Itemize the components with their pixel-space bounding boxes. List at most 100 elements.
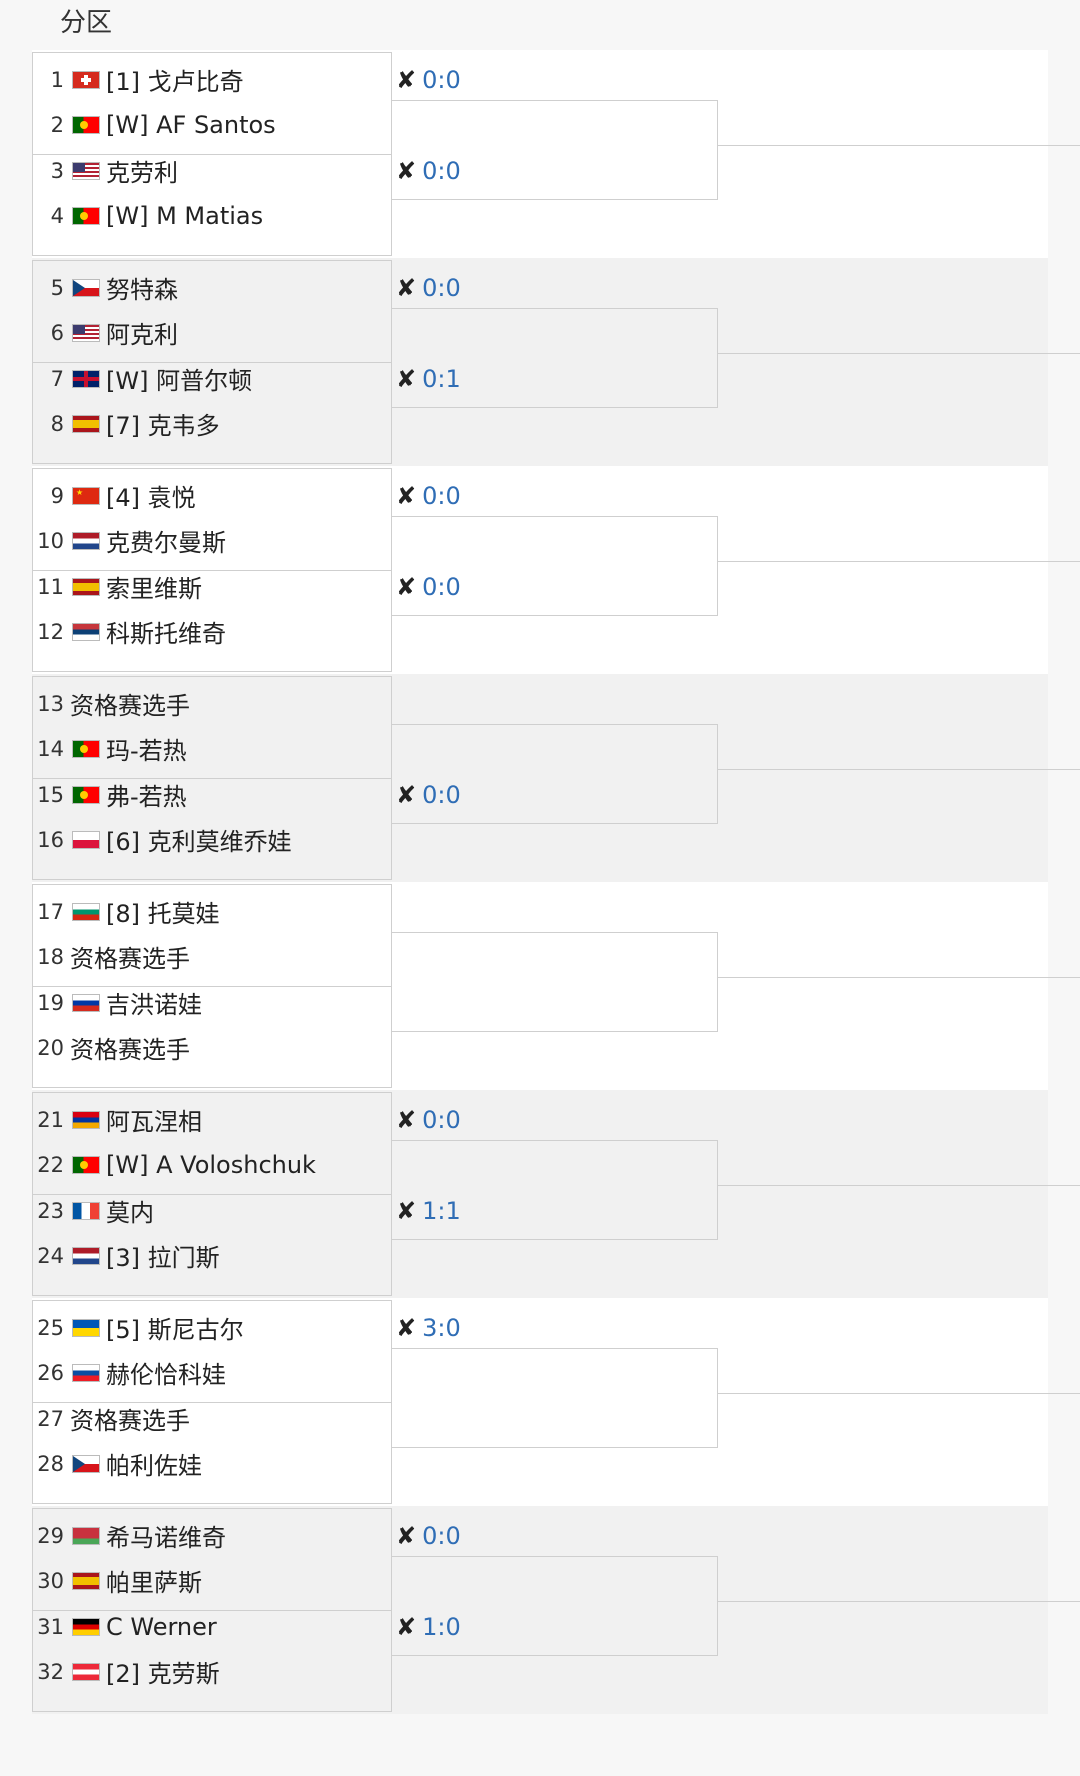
- match-icon: ✘: [396, 365, 417, 393]
- page-title: 分区: [60, 8, 113, 38]
- match-score[interactable]: ✘0:0: [396, 481, 461, 511]
- bracket-line: [718, 1185, 1080, 1186]
- player-row[interactable]: 1 [1] 戈卢比奇: [32, 54, 392, 105]
- score-value: 0:0: [422, 482, 461, 510]
- serbia-flag-icon: [72, 622, 100, 641]
- spain-flag-icon: [72, 577, 100, 596]
- player-row[interactable]: 4[W] M Matias: [32, 190, 392, 241]
- player-row[interactable]: 22[W] A Voloshchuk: [32, 1139, 392, 1190]
- player-row[interactable]: 16[6] 克利莫维乔娃: [32, 814, 392, 865]
- seed-position: 5: [50, 275, 64, 300]
- player-row[interactable]: 2[W] AF Santos: [32, 99, 392, 150]
- seed-position: 3: [50, 158, 64, 183]
- match-score[interactable]: ✘0:0: [396, 572, 461, 602]
- belarus-flag-icon: [72, 1526, 100, 1545]
- score-value: 1:0: [422, 1613, 461, 1641]
- match-icon: ✘: [396, 1106, 417, 1134]
- russia-flag-icon: [72, 993, 100, 1012]
- china-flag-icon: ★: [72, 486, 100, 505]
- player-row[interactable]: 3 克劳利: [32, 145, 392, 196]
- bracket-line: [718, 1393, 1080, 1394]
- match-icon: ✘: [396, 1613, 417, 1641]
- divider: [33, 1610, 391, 1611]
- match-icon: ✘: [396, 274, 417, 302]
- player-box: [32, 1092, 392, 1296]
- match-score[interactable]: ✘0:0: [396, 1521, 461, 1551]
- match-score[interactable]: ✘3:0: [396, 1313, 461, 1343]
- match-icon: ✘: [396, 573, 417, 601]
- seed-position: 10: [37, 528, 64, 553]
- player-name: [4] 袁悦: [106, 484, 196, 512]
- seed-position: 18: [37, 944, 64, 969]
- player-name: 吉洪诺娃: [106, 991, 202, 1019]
- bracket-connector: [392, 1556, 718, 1656]
- player-name: [3] 拉门斯: [106, 1244, 220, 1272]
- divider: [33, 1194, 391, 1195]
- player-row[interactable]: 7[W] 阿普尔顿: [32, 353, 392, 404]
- seed-position: 12: [37, 619, 64, 644]
- player-name: 赫伦恰科娃: [106, 1361, 226, 1389]
- player-name: 克劳利: [106, 159, 178, 187]
- match-score[interactable]: ✘0:0: [396, 1105, 461, 1135]
- player-name: 资格赛选手: [70, 945, 190, 973]
- seed-position: 17: [37, 899, 64, 924]
- match-score[interactable]: ✘0:0: [396, 156, 461, 186]
- player-name: 玛-若热: [106, 737, 187, 765]
- player-name: [7] 克韦多: [106, 412, 220, 440]
- match-score[interactable]: ✘0:1: [396, 364, 461, 394]
- slovakia-flag-icon: [72, 1363, 100, 1382]
- player-row[interactable]: 8[7] 克韦多: [32, 398, 392, 449]
- player-name: C Werner: [106, 1612, 217, 1641]
- netherlands-flag-icon: [72, 531, 100, 550]
- player-row[interactable]: 9★[4] 袁悦: [32, 470, 392, 521]
- bracket-connector: [392, 516, 718, 616]
- bracket-connector: [392, 724, 718, 824]
- match-score[interactable]: ✘1:1: [396, 1196, 461, 1226]
- player-name: [1] 戈卢比奇: [106, 68, 244, 96]
- spain-flag-icon: [72, 1571, 100, 1590]
- uk-flag-icon: [72, 369, 100, 388]
- bracket-connector: [392, 308, 718, 408]
- match-score[interactable]: ✘0:0: [396, 273, 461, 303]
- player-box: [32, 52, 392, 256]
- seed-position: 30: [37, 1568, 64, 1593]
- poland-flag-icon: [72, 830, 100, 849]
- czech-flag-icon: [72, 1454, 100, 1473]
- portugal-flag-icon: [72, 206, 100, 225]
- seed-position: 1: [50, 67, 64, 92]
- match-score[interactable]: ✘0:0: [396, 65, 461, 95]
- seed-position: 4: [50, 203, 64, 228]
- player-row[interactable]: 25[5] 斯尼古尔: [32, 1302, 392, 1353]
- player-row[interactable]: 17[8] 托莫娃: [32, 886, 392, 937]
- divider: [33, 154, 391, 155]
- match-icon: ✘: [396, 482, 417, 510]
- match-score[interactable]: ✘0:0: [396, 780, 461, 810]
- match-score[interactable]: ✘1:0: [396, 1612, 461, 1642]
- player-row[interactable]: 32[2] 克劳斯: [32, 1646, 392, 1697]
- switzerland-flag-icon: [72, 70, 100, 89]
- spain-flag-icon: [72, 414, 100, 433]
- score-value: 0:0: [422, 157, 461, 185]
- player-row[interactable]: 24[3] 拉门斯: [32, 1230, 392, 1281]
